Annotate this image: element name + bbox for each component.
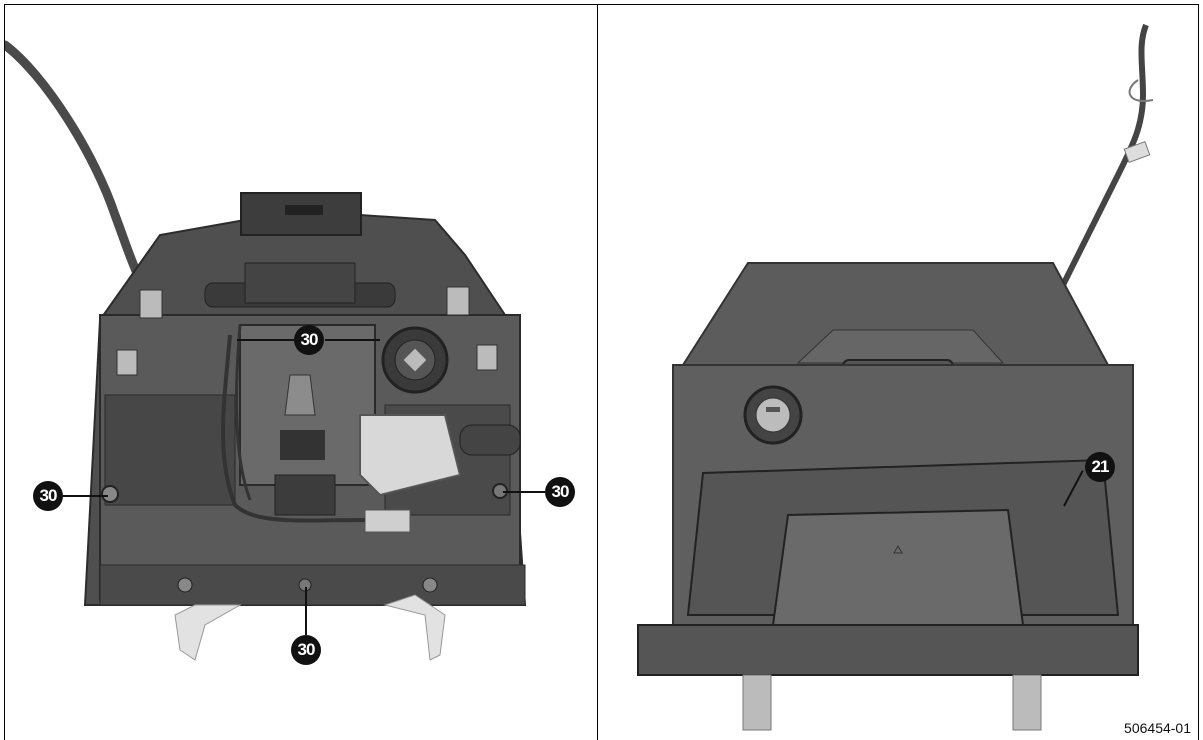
leader-line [305, 587, 307, 635]
rear-housing-illustration [5, 40, 527, 661]
leader-line [237, 339, 302, 341]
callout-30-top: 30 [294, 325, 324, 355]
left-photo-panel: 30 30 30 30 [5, 5, 597, 740]
callout-30-left: 30 [33, 481, 63, 511]
front-housing-illustration [637, 23, 1154, 731]
right-photo-panel: 21 506454-01 [598, 5, 1199, 740]
leader-line [503, 491, 545, 493]
callout-30-right: 30 [545, 477, 575, 507]
figure-frame [4, 4, 1199, 740]
leader-line [63, 495, 108, 497]
callout-30-bottom: 30 [291, 635, 321, 665]
callout-21: 21 [1085, 452, 1115, 482]
leader-line [325, 339, 380, 341]
panel-divider [597, 4, 598, 740]
figure-id: 506454-01 [1124, 720, 1191, 736]
